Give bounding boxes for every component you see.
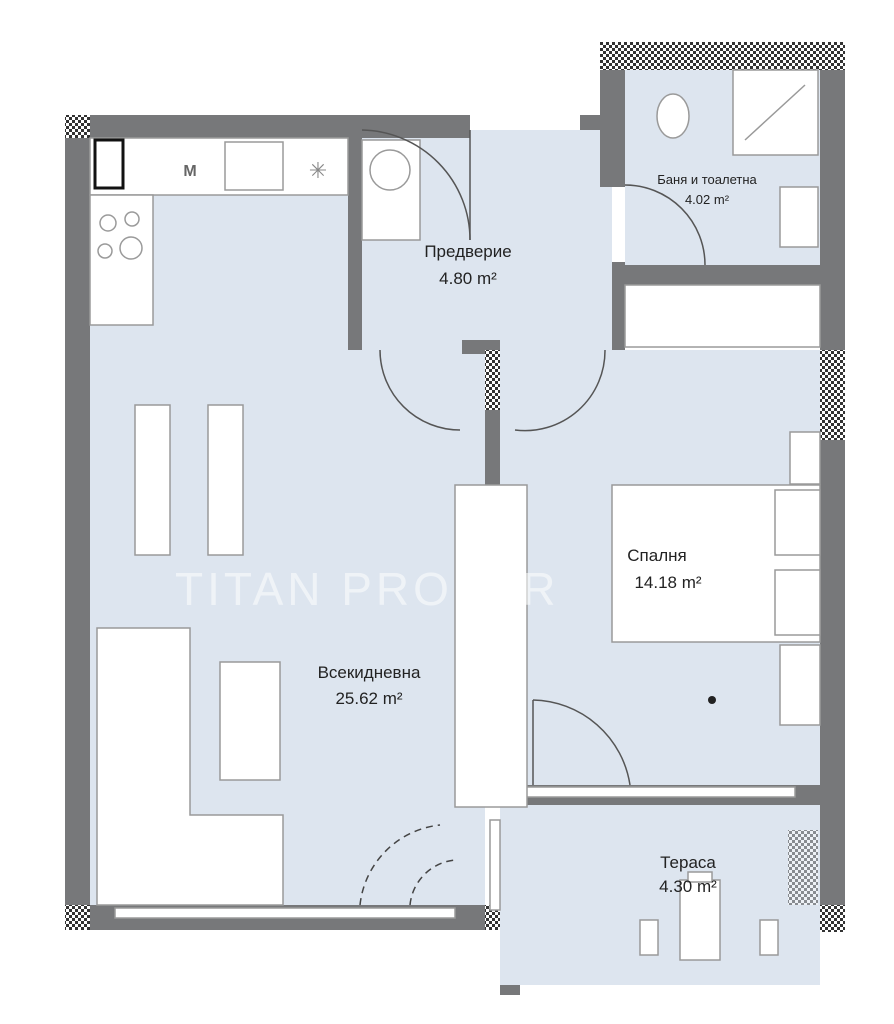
wardrobe <box>454 484 528 808</box>
entry-door-swing <box>361 129 471 241</box>
watermark: TITAN PROPER <box>175 563 560 615</box>
bedroom-door-swing <box>514 349 606 432</box>
toilet-icon <box>656 93 690 139</box>
living-door-swing <box>379 349 461 431</box>
microwave-label: M <box>183 163 196 180</box>
sofa <box>96 627 284 906</box>
living-area: 25.62 m² <box>335 689 402 708</box>
living-furniture <box>96 404 456 906</box>
bathroom-fixtures <box>624 69 821 348</box>
bathroom-area: 4.02 m² <box>685 192 730 207</box>
hob-icon: ✳ <box>309 158 327 183</box>
fridge-icon <box>93 138 125 190</box>
terrace-area: 4.30 m² <box>659 877 717 896</box>
hallway-area: 4.80 m² <box>439 269 497 288</box>
bedroom-furniture <box>454 431 821 808</box>
bedroom-area: 14.18 m² <box>634 573 701 592</box>
hallway-fixtures <box>361 129 606 432</box>
sink-icon <box>779 186 819 248</box>
living-name: Всекидневна <box>318 663 421 682</box>
washing-machine-icon <box>369 149 411 191</box>
room-floors <box>90 70 822 985</box>
terrace-name: Тераса <box>660 853 716 872</box>
wardrobe <box>624 284 821 348</box>
coffee-table <box>219 661 281 781</box>
shower-icon <box>732 69 819 156</box>
bedroom-name: Спалня <box>627 546 686 565</box>
hallway-name: Предверие <box>424 242 511 261</box>
kitchen: M ✳ <box>89 137 349 326</box>
bathroom-name: Баня и тоалетна <box>657 172 757 187</box>
terrace-table <box>679 879 721 961</box>
terrace-furniture <box>639 830 818 961</box>
sink-icon <box>224 141 284 191</box>
